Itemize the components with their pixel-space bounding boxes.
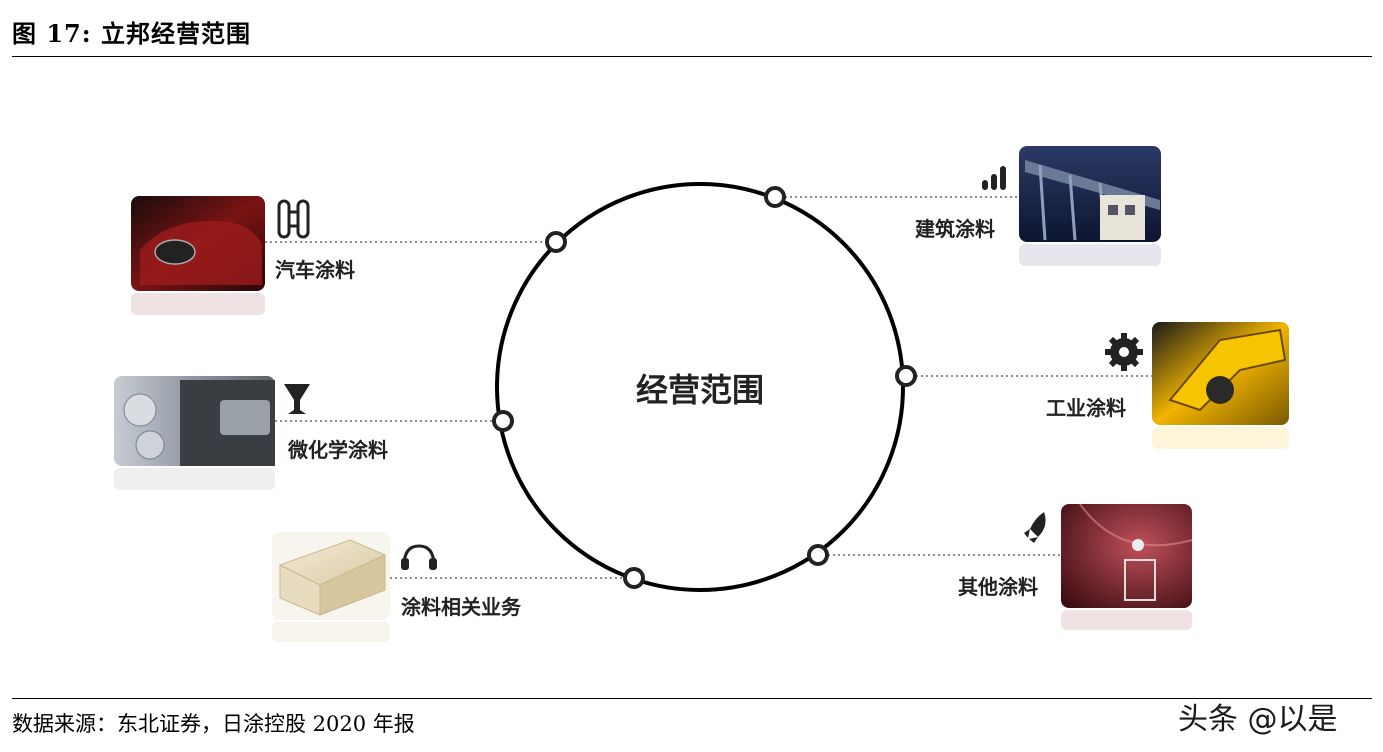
auto-coating-image [131,196,265,315]
label-related-business: 涂料相关业务 [401,595,521,619]
node-industrial [895,365,917,387]
label-auto-coating: 汽车涂料 [275,258,355,282]
architectural-image [1019,146,1161,266]
bottom-rule [12,698,1372,699]
top-rule [12,56,1372,57]
label-micro-chemical: 微化学涂料 [288,438,388,462]
industrial-image [1152,322,1289,449]
label-architectural: 建筑涂料 [915,217,995,241]
related-business-image [272,532,390,642]
watermark: 头条 @以是 [1178,702,1338,737]
signal-bars-icon [982,166,1006,190]
node-micro [492,410,514,432]
micro-chemical-image [114,376,275,490]
node-related [623,567,645,589]
other-coating-image [1061,503,1193,630]
wine-glass-icon [284,384,310,414]
gear-icon [1105,333,1143,371]
scope-ring [495,182,905,592]
figure-title: 图 17: 立邦经营范围 [12,19,251,48]
node-arch [764,186,786,208]
rocket-icon [1024,512,1046,543]
node-other [807,544,829,566]
center-label: 经营范围 [635,371,765,409]
source-note: 数据来源：东北证券，日涂控股 2020 年报 [12,712,415,736]
headphones-icon [401,544,437,570]
chain-link-icon [277,199,310,239]
label-industrial: 工业涂料 [1046,396,1126,420]
label-other-coating: 其他涂料 [958,575,1038,599]
node-auto [545,231,567,253]
